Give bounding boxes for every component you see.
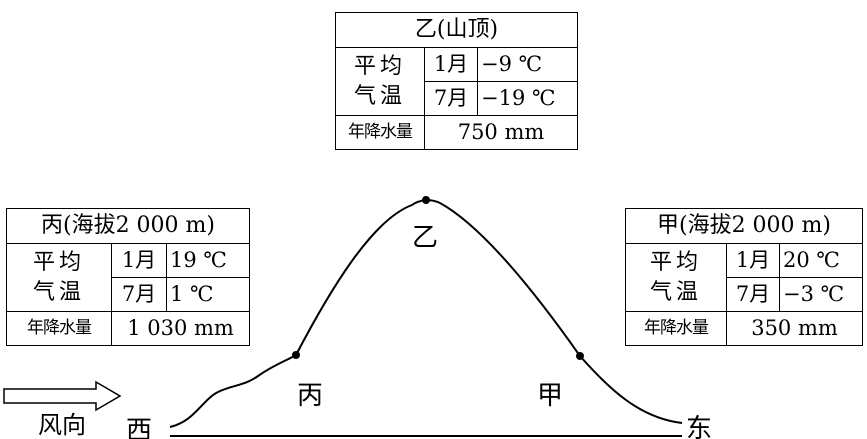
jia-jan-label: 1月 — [726, 243, 780, 278]
peak-rain-value: 750 mm — [424, 115, 578, 150]
peak-jan-label: 1月 — [424, 47, 478, 82]
bing-rain-label: 年降水量 — [6, 311, 112, 346]
jia-point-marker — [576, 352, 584, 360]
bing-jul-temp: 1 ℃ — [166, 277, 250, 312]
wind-direction-label: 风向 — [38, 411, 86, 439]
peak-table-title: 乙(山顶) — [335, 12, 578, 48]
bing-temp-label-line2: 气温 — [32, 279, 85, 305]
jia-temp-label-line2: 气温 — [649, 279, 702, 305]
peak-point-marker — [422, 196, 430, 204]
jia-jan-temp: 20 ℃ — [779, 243, 863, 278]
jia-rain-label: 年降水量 — [625, 311, 727, 346]
bing-jan-temp: 19 ℃ — [166, 243, 250, 278]
peak-jan-temp: −9 ℃ — [477, 47, 578, 82]
right-arrow-icon — [3, 380, 122, 412]
west-label: 西 — [126, 416, 152, 439]
jia-jul-temp: −3 ℃ — [779, 277, 863, 312]
peak-temp-label-line2: 气温 — [353, 83, 406, 109]
peak-jul-label: 7月 — [424, 81, 478, 116]
peak-point-label: 乙 — [412, 223, 438, 253]
bing-temp-label: 平均 气温 — [6, 243, 112, 312]
bing-climate-table: 丙(海拔2 000 m) 平均 气温 1月 19 ℃ 7月 1 ℃ 年降水量 1… — [6, 208, 250, 346]
peak-temp-label-line1: 平均 — [353, 53, 406, 79]
peak-temp-label: 平均 气温 — [335, 47, 425, 116]
jia-climate-table: 甲(海拔2 000 m) 平均 气温 1月 20 ℃ 7月 −3 ℃ 年降水量 … — [625, 208, 863, 346]
bing-point-marker — [292, 351, 300, 359]
jia-point-label: 甲 — [537, 381, 563, 411]
jia-rain-value: 350 mm — [726, 311, 863, 346]
jia-temp-label-line1: 平均 — [649, 249, 702, 275]
jia-temp-label: 平均 气温 — [625, 243, 727, 312]
east-label: 东 — [686, 414, 712, 439]
peak-rain-label: 年降水量 — [335, 115, 425, 150]
bing-temp-label-line1: 平均 — [32, 249, 85, 275]
jia-jul-label: 7月 — [726, 277, 780, 312]
peak-jul-temp: −19 ℃ — [477, 81, 578, 116]
jia-table-title: 甲(海拔2 000 m) — [625, 208, 863, 244]
bing-jul-label: 7月 — [111, 277, 167, 312]
bing-table-title: 丙(海拔2 000 m) — [6, 208, 250, 244]
bing-rain-value: 1 030 mm — [111, 311, 250, 346]
bing-point-label: 丙 — [297, 381, 323, 411]
peak-climate-table: 乙(山顶) 平均 气温 1月 −9 ℃ 7月 −19 ℃ 年降水量 750 mm — [335, 12, 578, 150]
bing-jan-label: 1月 — [111, 243, 167, 278]
